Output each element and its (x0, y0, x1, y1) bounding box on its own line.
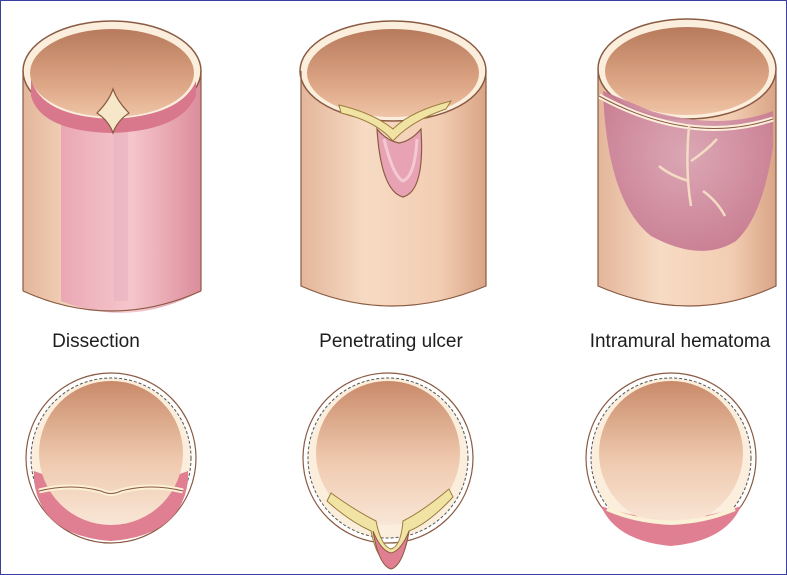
penetrating-ulcer-cross-section (303, 373, 473, 569)
intramural-hematoma-vessel (598, 19, 776, 306)
dissection-cross-section (26, 373, 196, 543)
intramural-hematoma-cross-section (586, 373, 756, 546)
label-penetrating-ulcer: Penetrating ulcer (291, 331, 491, 357)
penetrating-ulcer-vessel (300, 21, 486, 306)
dissection-vessel (23, 21, 201, 313)
label-dissection: Dissection (21, 331, 171, 357)
label-intramural-hematoma: Intramural hematoma (575, 331, 785, 357)
